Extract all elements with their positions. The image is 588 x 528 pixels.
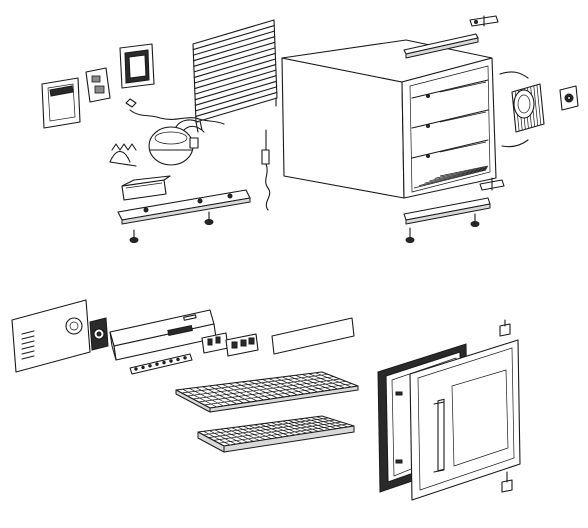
fan-grille [513, 89, 535, 119]
condenser-coil [192, 19, 278, 133]
foot-left-1 [129, 229, 139, 243]
door-hinge-top [499, 319, 511, 337]
top-trim-panel [271, 317, 355, 355]
door-hinge-bottom [501, 471, 513, 493]
cover-frame [119, 43, 155, 89]
wire-shelf-lower [197, 415, 355, 453]
thermostat-probe [261, 129, 271, 211]
bottom-rail [403, 197, 491, 225]
rear-fan [89, 317, 109, 351]
power-cord [125, 98, 225, 125]
base-plate [117, 189, 251, 225]
control-board [85, 67, 111, 103]
airflow-arrow-in [499, 71, 529, 79]
hinge-bracket-top [469, 15, 499, 27]
drier-coil [109, 143, 137, 167]
cabinet-body [281, 39, 497, 199]
control-channel [109, 309, 217, 361]
hinge-bracket-bottom [479, 177, 505, 191]
wire-shelf-upper [175, 371, 359, 413]
rear-panel [11, 299, 91, 373]
mounting-plate [41, 77, 81, 129]
drip-tray [121, 175, 171, 201]
compressor [148, 119, 205, 166]
fan-motor [559, 85, 579, 111]
airflow-arrow-out [501, 139, 529, 148]
foot-right-2 [470, 213, 480, 227]
foot-right-1 [405, 227, 415, 243]
switch-panel [225, 333, 259, 357]
foot-left-2 [204, 211, 214, 225]
door-handle [433, 398, 445, 473]
trim-strip [129, 353, 193, 375]
top-rail [403, 33, 479, 59]
